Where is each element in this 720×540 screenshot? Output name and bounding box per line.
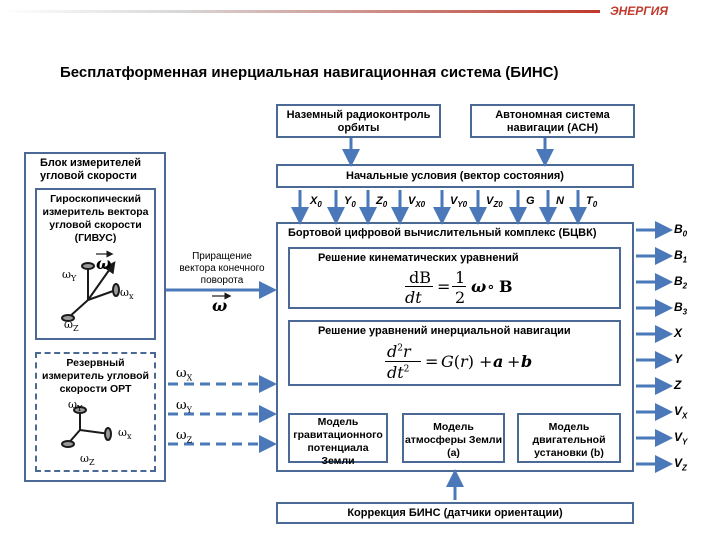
gyro-reserve-drawing	[61, 406, 112, 448]
reserve-axis-y: ωY	[68, 398, 83, 414]
omega-input-z: ωZ	[176, 428, 193, 445]
gyro-main-drawing	[61, 261, 120, 322]
output-var: Y	[674, 352, 683, 366]
gyro-axis-y: ωY	[62, 268, 77, 284]
model-engine-label: Модель двигательной установки (b)	[532, 421, 606, 459]
kinematic-label: Решение кинематических уравнений	[318, 252, 519, 264]
state-var: X0	[310, 195, 322, 210]
box-initial-conditions-label: Начальные условия (вектор состояния)	[346, 170, 564, 182]
output-var: B2	[674, 274, 688, 291]
output-var: B0	[674, 222, 688, 239]
model-atmosphere-label: Модель атмосферы Земли (a)	[404, 421, 503, 459]
gyro-reserve-label: Резервный измеритель угловой скорости ОР…	[42, 357, 149, 395]
page-title: Бесплатформенная инерциальная навигацион…	[60, 64, 559, 81]
state-var: N	[556, 195, 564, 207]
box-correction-label: Коррекция БИНС (датчики ориентации)	[347, 507, 563, 519]
gyro-omega-vec: ω	[96, 254, 112, 273]
omega-input-x: ωX	[176, 366, 193, 383]
inertial-label: Решение уравнений инерциальной навигации	[318, 325, 571, 337]
gyro-reserve-box: Резервный измеритель угловой скорости ОР…	[35, 352, 156, 472]
header-top-rule	[0, 10, 600, 13]
state-var: T0	[586, 195, 598, 210]
model-atmosphere-box: Модель атмосферы Земли (a)	[402, 413, 505, 463]
inertial-formula: d2r dt2 = G(r) + a + b	[385, 342, 533, 382]
state-vars-row: X0 Y0 Z0 VX0 VY0 VZ0 G N T0	[300, 195, 620, 211]
output-var: VX	[674, 404, 688, 421]
brand-logo-text: ЭНЕРГИЯ	[610, 4, 669, 18]
box-correction: Коррекция БИНС (датчики ориентации)	[276, 502, 634, 524]
kinematic-formula: dB dt = 1 2 ω ∘ B	[405, 268, 513, 307]
gyro-axis-z: ωZ	[64, 318, 79, 334]
inertial-box: Решение уравнений инерциальной навигации	[288, 320, 621, 386]
box-initial-conditions: Начальные условия (вектор состояния)	[276, 164, 634, 188]
increment-label: Приращение вектора конечного поворота	[179, 251, 265, 286]
output-var: B1	[674, 248, 688, 265]
kinematic-box: Решение кинематических уравнений	[288, 247, 621, 309]
gyro-block-title: Блок измерителей угловой скорости	[40, 157, 141, 182]
state-var: VY0	[450, 195, 468, 210]
box-autonomous-nav: Автономная система навигации (АСН)	[470, 104, 635, 138]
output-arrows	[636, 221, 673, 473]
brand-logo: ЭНЕРГИЯ	[610, 2, 710, 20]
top-arrows	[342, 138, 554, 167]
model-engine-box: Модель двигательной установки (b)	[517, 413, 621, 463]
bcvk-title: Бортовой цифровой вычислительный комплек…	[288, 227, 597, 239]
increment-symbol: ω	[212, 296, 228, 315]
omega-input-y: ωY	[176, 398, 192, 415]
reserve-axis-z: ωZ	[80, 452, 95, 468]
box-autonomous-nav-label: Автономная система навигации (АСН)	[495, 109, 610, 134]
omega-dashed-arrows	[168, 375, 277, 453]
box-ground-control: Наземный радиоконтроль орбиты	[276, 104, 441, 138]
state-var: G	[526, 195, 535, 207]
gyro-main-box: Гироскопический измеритель вектора углов…	[35, 188, 156, 340]
output-var: VZ	[674, 456, 687, 473]
state-var: Y0	[344, 195, 356, 210]
output-var: B3	[674, 300, 688, 317]
omega-vector-arrow	[87, 261, 116, 301]
output-var: Z	[674, 378, 682, 392]
gyro-main-label: Гироскопический измеритель вектора углов…	[42, 193, 149, 244]
model-gravity-label: Модель гравитационного потенциала Земли	[293, 416, 383, 467]
reserve-axis-x: ωx	[118, 426, 132, 442]
gyro-axis-x: ωx	[120, 286, 134, 302]
state-var: VX0	[408, 195, 426, 210]
model-gravity-box: Модель гравитационного потенциала Земли	[288, 413, 388, 467]
state-var: VZ0	[486, 195, 503, 210]
output-var: X	[674, 326, 683, 340]
outputs-column: B0 B1 B2 B3 X Y Z VX VY VZ	[674, 222, 714, 482]
box-ground-control-label: Наземный радиоконтроль орбиты	[286, 109, 431, 134]
state-arrows	[291, 190, 587, 225]
output-var: VY	[674, 430, 688, 447]
state-var: Z0	[376, 195, 388, 210]
